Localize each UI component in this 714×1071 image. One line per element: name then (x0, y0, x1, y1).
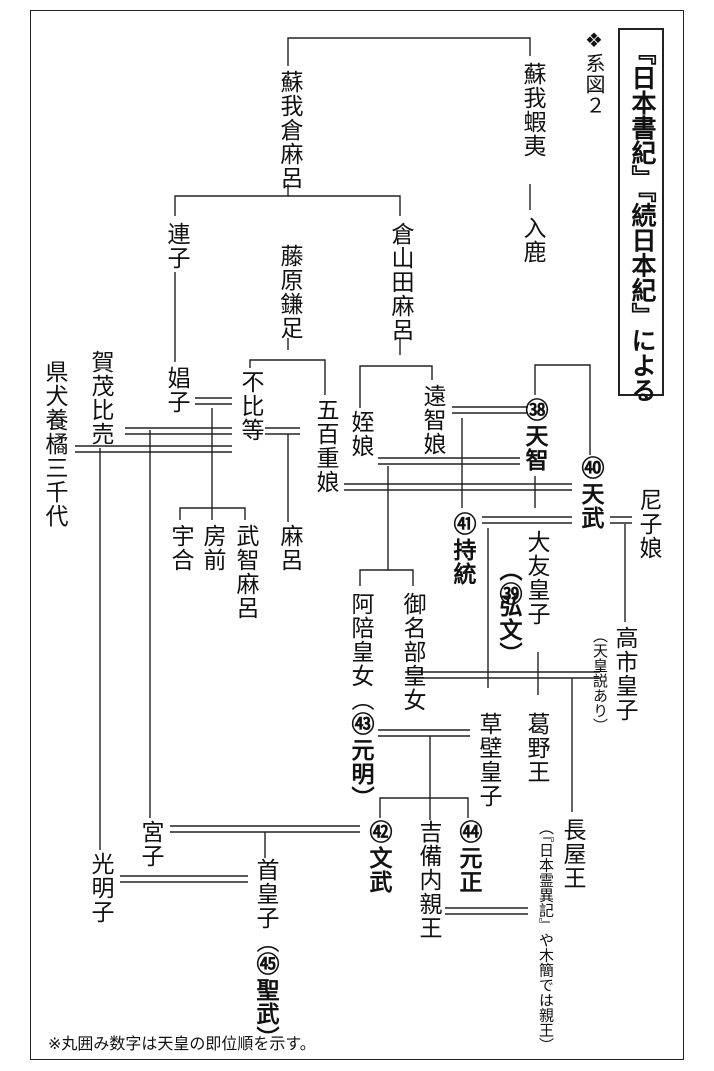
person-agata: 県犬養橘三千代 (41, 360, 67, 528)
line (378, 729, 470, 737)
person-kibi: 吉備内親王 (415, 820, 441, 940)
title-box: 『日本書紀』『続日本紀』による (618, 28, 664, 403)
person-kamo-hime: 賀茂比売 (87, 350, 113, 446)
person-kobun: 弘文） (495, 594, 521, 666)
person-otomo: 大友皇子 (523, 530, 549, 626)
person-shomu: 聖武） (252, 978, 278, 1050)
person-obito: 首皇子（ (252, 858, 278, 954)
person-tenmu: 天武 (577, 482, 603, 530)
line (534, 364, 591, 455)
line (452, 406, 528, 414)
line (125, 427, 232, 435)
person-genmei: 元明） (347, 738, 373, 810)
line (120, 875, 248, 883)
emperor-number: ㊺ (252, 952, 278, 976)
line (288, 195, 401, 216)
person-amako: 尼子娘 (635, 488, 661, 560)
person-abe: 阿陪皇女（ (347, 592, 373, 712)
person-gensho: 元正 (455, 846, 481, 894)
emperor-number: ㊳ (521, 398, 547, 422)
person-murajiko: 連子 (163, 222, 189, 270)
emperor-number: ㊶ (449, 512, 475, 536)
emperor-number: ㊸ (347, 712, 373, 736)
person-mei: 姪娘 (347, 410, 373, 458)
line (75, 445, 232, 453)
person-fujiwara-kamatari: 藤原鎌足 (276, 244, 302, 340)
line (378, 457, 520, 465)
person-soga-emishi: 蘇我蝦夷 (519, 62, 545, 158)
nagaya-note: （『日本霊異記』や木簡では親王） (537, 820, 555, 1053)
person-ochi: 遠智娘 (419, 384, 445, 456)
person-muchimaro: 武智麻呂 (232, 524, 258, 620)
person-fusasaki: 房前 (199, 524, 225, 572)
person-kusakabe: 草壁皇子 (475, 712, 501, 808)
diagram-frame (30, 10, 684, 1060)
line (265, 427, 300, 435)
line (174, 184, 289, 216)
line (344, 483, 572, 491)
emperor-number: ㊹ (455, 820, 481, 844)
person-tenji: 天智 (521, 424, 547, 472)
person-nagaya: 長屋王 (559, 818, 585, 890)
person-maro: 麻呂 (276, 524, 302, 572)
figure-label: ❖系図２ (582, 28, 606, 116)
person-iruka: 入鹿 (519, 216, 545, 264)
person-musumeko: 娼子 (163, 366, 189, 414)
person-komyo: 光明子 (87, 852, 113, 924)
chart-title: 『日本書紀』『続日本紀』による (628, 40, 657, 403)
emperor-number: ㊵ (577, 456, 603, 480)
person-miyako: 宮子 (137, 820, 163, 868)
line (388, 569, 414, 586)
line (359, 466, 389, 586)
person-kurayamada: 倉山田麻呂 (387, 222, 413, 342)
emperor-number: （㊴ (495, 558, 521, 606)
person-takechi: 高市皇子 (611, 626, 637, 722)
line (249, 359, 326, 395)
person-soga-kuramaro: 蘇我倉麻呂 (276, 70, 302, 190)
person-monmu: 文武 (365, 846, 391, 894)
line (405, 671, 600, 679)
person-kadono: 葛野王 (523, 712, 549, 784)
person-iokinu: 五百重娘 (312, 398, 338, 494)
line (379, 797, 469, 818)
line (482, 516, 572, 524)
line (287, 37, 531, 66)
footnote: ※丸囲み数字は天皇の即位順を示す。 (48, 1034, 316, 1053)
person-fuhito: 不比等 (237, 370, 263, 442)
person-jito: 持統 (449, 538, 475, 586)
line (170, 825, 360, 833)
person-minabe: 御名部皇女 (399, 592, 425, 712)
person-umakai: 宇合 (167, 524, 193, 572)
emperor-number: ㊷ (365, 820, 391, 844)
takechi-note: （天皇説あり） (591, 628, 609, 733)
line (445, 907, 528, 915)
line (610, 516, 632, 524)
line (359, 365, 433, 408)
line (195, 397, 232, 405)
